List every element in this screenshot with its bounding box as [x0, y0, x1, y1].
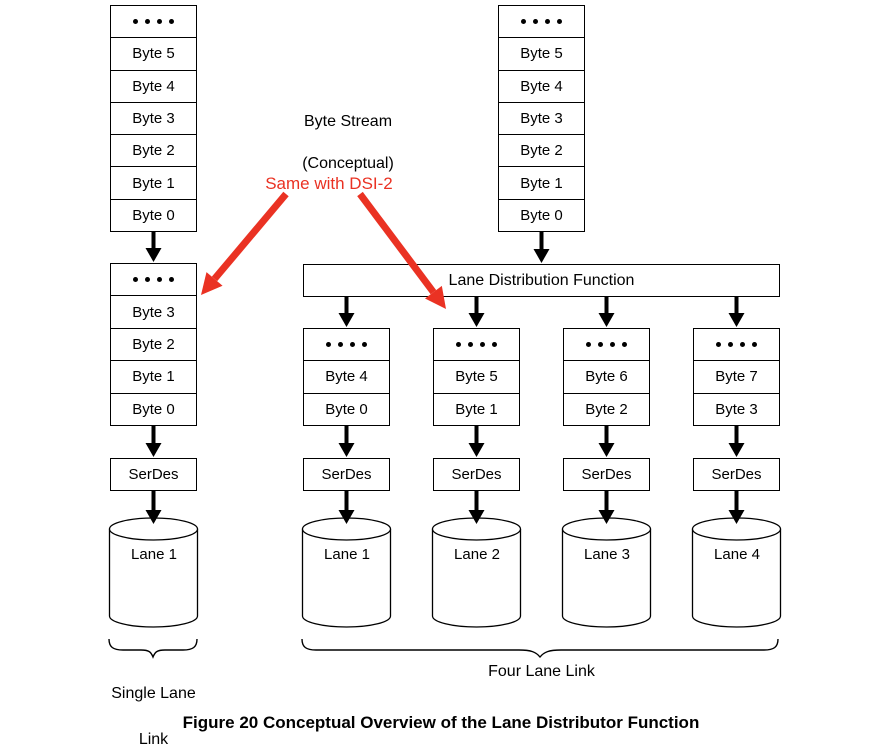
branch-stack-2: Byte 5 Byte 1: [433, 328, 520, 426]
lane-label: Lane 1: [131, 546, 177, 563]
branch-stack-1: Byte 4 Byte 0: [303, 328, 390, 426]
byte-cell: Byte 4: [499, 69, 584, 102]
serdes-box: SerDes: [303, 458, 390, 491]
byte-cell: Byte 5: [434, 360, 519, 392]
byte-cell: Byte 1: [499, 166, 584, 198]
ellipsis-icon: [304, 329, 389, 360]
down-arrow-icon: [338, 443, 355, 457]
cylinder-top-shape: [301, 517, 392, 541]
lane-label: Lane 1: [324, 546, 370, 563]
byte-stream-label: Byte Stream (Conceptual): [248, 90, 448, 195]
down-arrow-icon: [728, 313, 745, 327]
cylinder-shape: [561, 529, 652, 628]
four-lane-link-label: Four Lane Link: [488, 663, 595, 680]
byte-stream-label-line1: Byte Stream: [303, 113, 393, 130]
lane-distribution-function-box: Lane Distribution Function: [303, 264, 780, 297]
byte-cell: Byte 4: [111, 69, 196, 102]
cylinder-shape: [301, 529, 392, 628]
four-lane-source-stack: Byte 5 Byte 4 Byte 3 Byte 2 Byte 1 Byte …: [498, 5, 585, 232]
cylinder-shape: [431, 529, 522, 628]
down-arrow-icon: [598, 510, 615, 524]
cylinder-top-shape: [108, 517, 199, 541]
cylinder-top-shape: [691, 517, 782, 541]
byte-cell: Byte 2: [111, 134, 196, 166]
byte-cell: Byte 1: [111, 166, 196, 198]
branch-stack-3: Byte 6 Byte 2: [563, 328, 650, 426]
ellipsis-icon: [111, 6, 196, 37]
down-arrow-icon: [145, 510, 162, 524]
ellipsis-icon: [694, 329, 779, 360]
byte-cell: Byte 2: [111, 327, 196, 360]
byte-cell: Byte 5: [499, 37, 584, 69]
byte-cell: Byte 3: [111, 101, 196, 134]
byte-cell: Byte 5: [111, 37, 196, 69]
serdes-box: SerDes: [693, 458, 780, 491]
byte-cell: Byte 0: [499, 198, 584, 231]
ellipsis-icon: [111, 264, 196, 295]
byte-cell: Byte 0: [111, 392, 196, 425]
branch-stack-4: Byte 7 Byte 3: [693, 328, 780, 426]
ellipsis-icon: [564, 329, 649, 360]
figure-caption: Figure 20 Conceptual Overview of the Lan…: [182, 713, 700, 732]
down-arrow-icon: [728, 510, 745, 524]
down-arrow-icon: [338, 510, 355, 524]
serdes-box: SerDes: [433, 458, 520, 491]
lane-label: Lane 4: [714, 546, 760, 563]
byte-cell: Byte 3: [499, 101, 584, 134]
byte-cell: Byte 2: [564, 392, 649, 425]
byte-cell: Byte 1: [434, 392, 519, 425]
single-lane-link-line2: Link: [138, 731, 169, 748]
down-arrow-icon: [145, 443, 162, 457]
ellipsis-icon: [499, 6, 584, 37]
down-arrow-icon: [338, 313, 355, 327]
byte-cell: Byte 0: [111, 198, 196, 231]
byte-cell: Byte 6: [564, 360, 649, 392]
serdes-box: SerDes: [110, 458, 197, 491]
ellipsis-icon: [434, 329, 519, 360]
single-lane-brace-shape: [108, 638, 198, 659]
down-arrow-icon: [533, 249, 550, 263]
serdes-box: SerDes: [563, 458, 650, 491]
red-annotation-arrow: [211, 191, 289, 282]
byte-cell: Byte 1: [111, 360, 196, 392]
dsi2-annotation: Same with DSI-2: [265, 174, 393, 193]
single-lane-link-label: Single Lane Link: [103, 659, 204, 755]
single-lane-source-stack: Byte 5 Byte 4 Byte 3 Byte 2 Byte 1 Byte …: [110, 5, 197, 232]
down-arrow-icon: [598, 313, 615, 327]
down-arrow-icon: [468, 510, 485, 524]
byte-cell: Byte 7: [694, 360, 779, 392]
down-arrow-icon: [598, 443, 615, 457]
down-arrow-icon: [468, 313, 485, 327]
lane-label: Lane 2: [454, 546, 500, 563]
down-arrow-icon: [468, 443, 485, 457]
byte-cell: Byte 2: [499, 134, 584, 166]
single-lane-link-line1: Single Lane: [111, 685, 196, 702]
byte-cell: Byte 3: [111, 295, 196, 327]
red-annotation-arrow: [201, 272, 223, 295]
lane-label: Lane 3: [584, 546, 630, 563]
byte-cell: Byte 4: [304, 360, 389, 392]
byte-stream-label-line2: (Conceptual): [302, 155, 394, 172]
cylinder-top-shape: [561, 517, 652, 541]
byte-cell: Byte 3: [694, 392, 779, 425]
byte-cell: Byte 0: [304, 392, 389, 425]
cylinder-shape: [108, 529, 199, 628]
down-arrow-icon: [145, 248, 162, 262]
cylinder-top-shape: [431, 517, 522, 541]
cylinder-shape: [691, 529, 782, 628]
four-lane-brace-shape: [301, 638, 779, 659]
single-lane-buffer-stack: Byte 3 Byte 2 Byte 1 Byte 0: [110, 263, 197, 426]
down-arrow-icon: [728, 443, 745, 457]
